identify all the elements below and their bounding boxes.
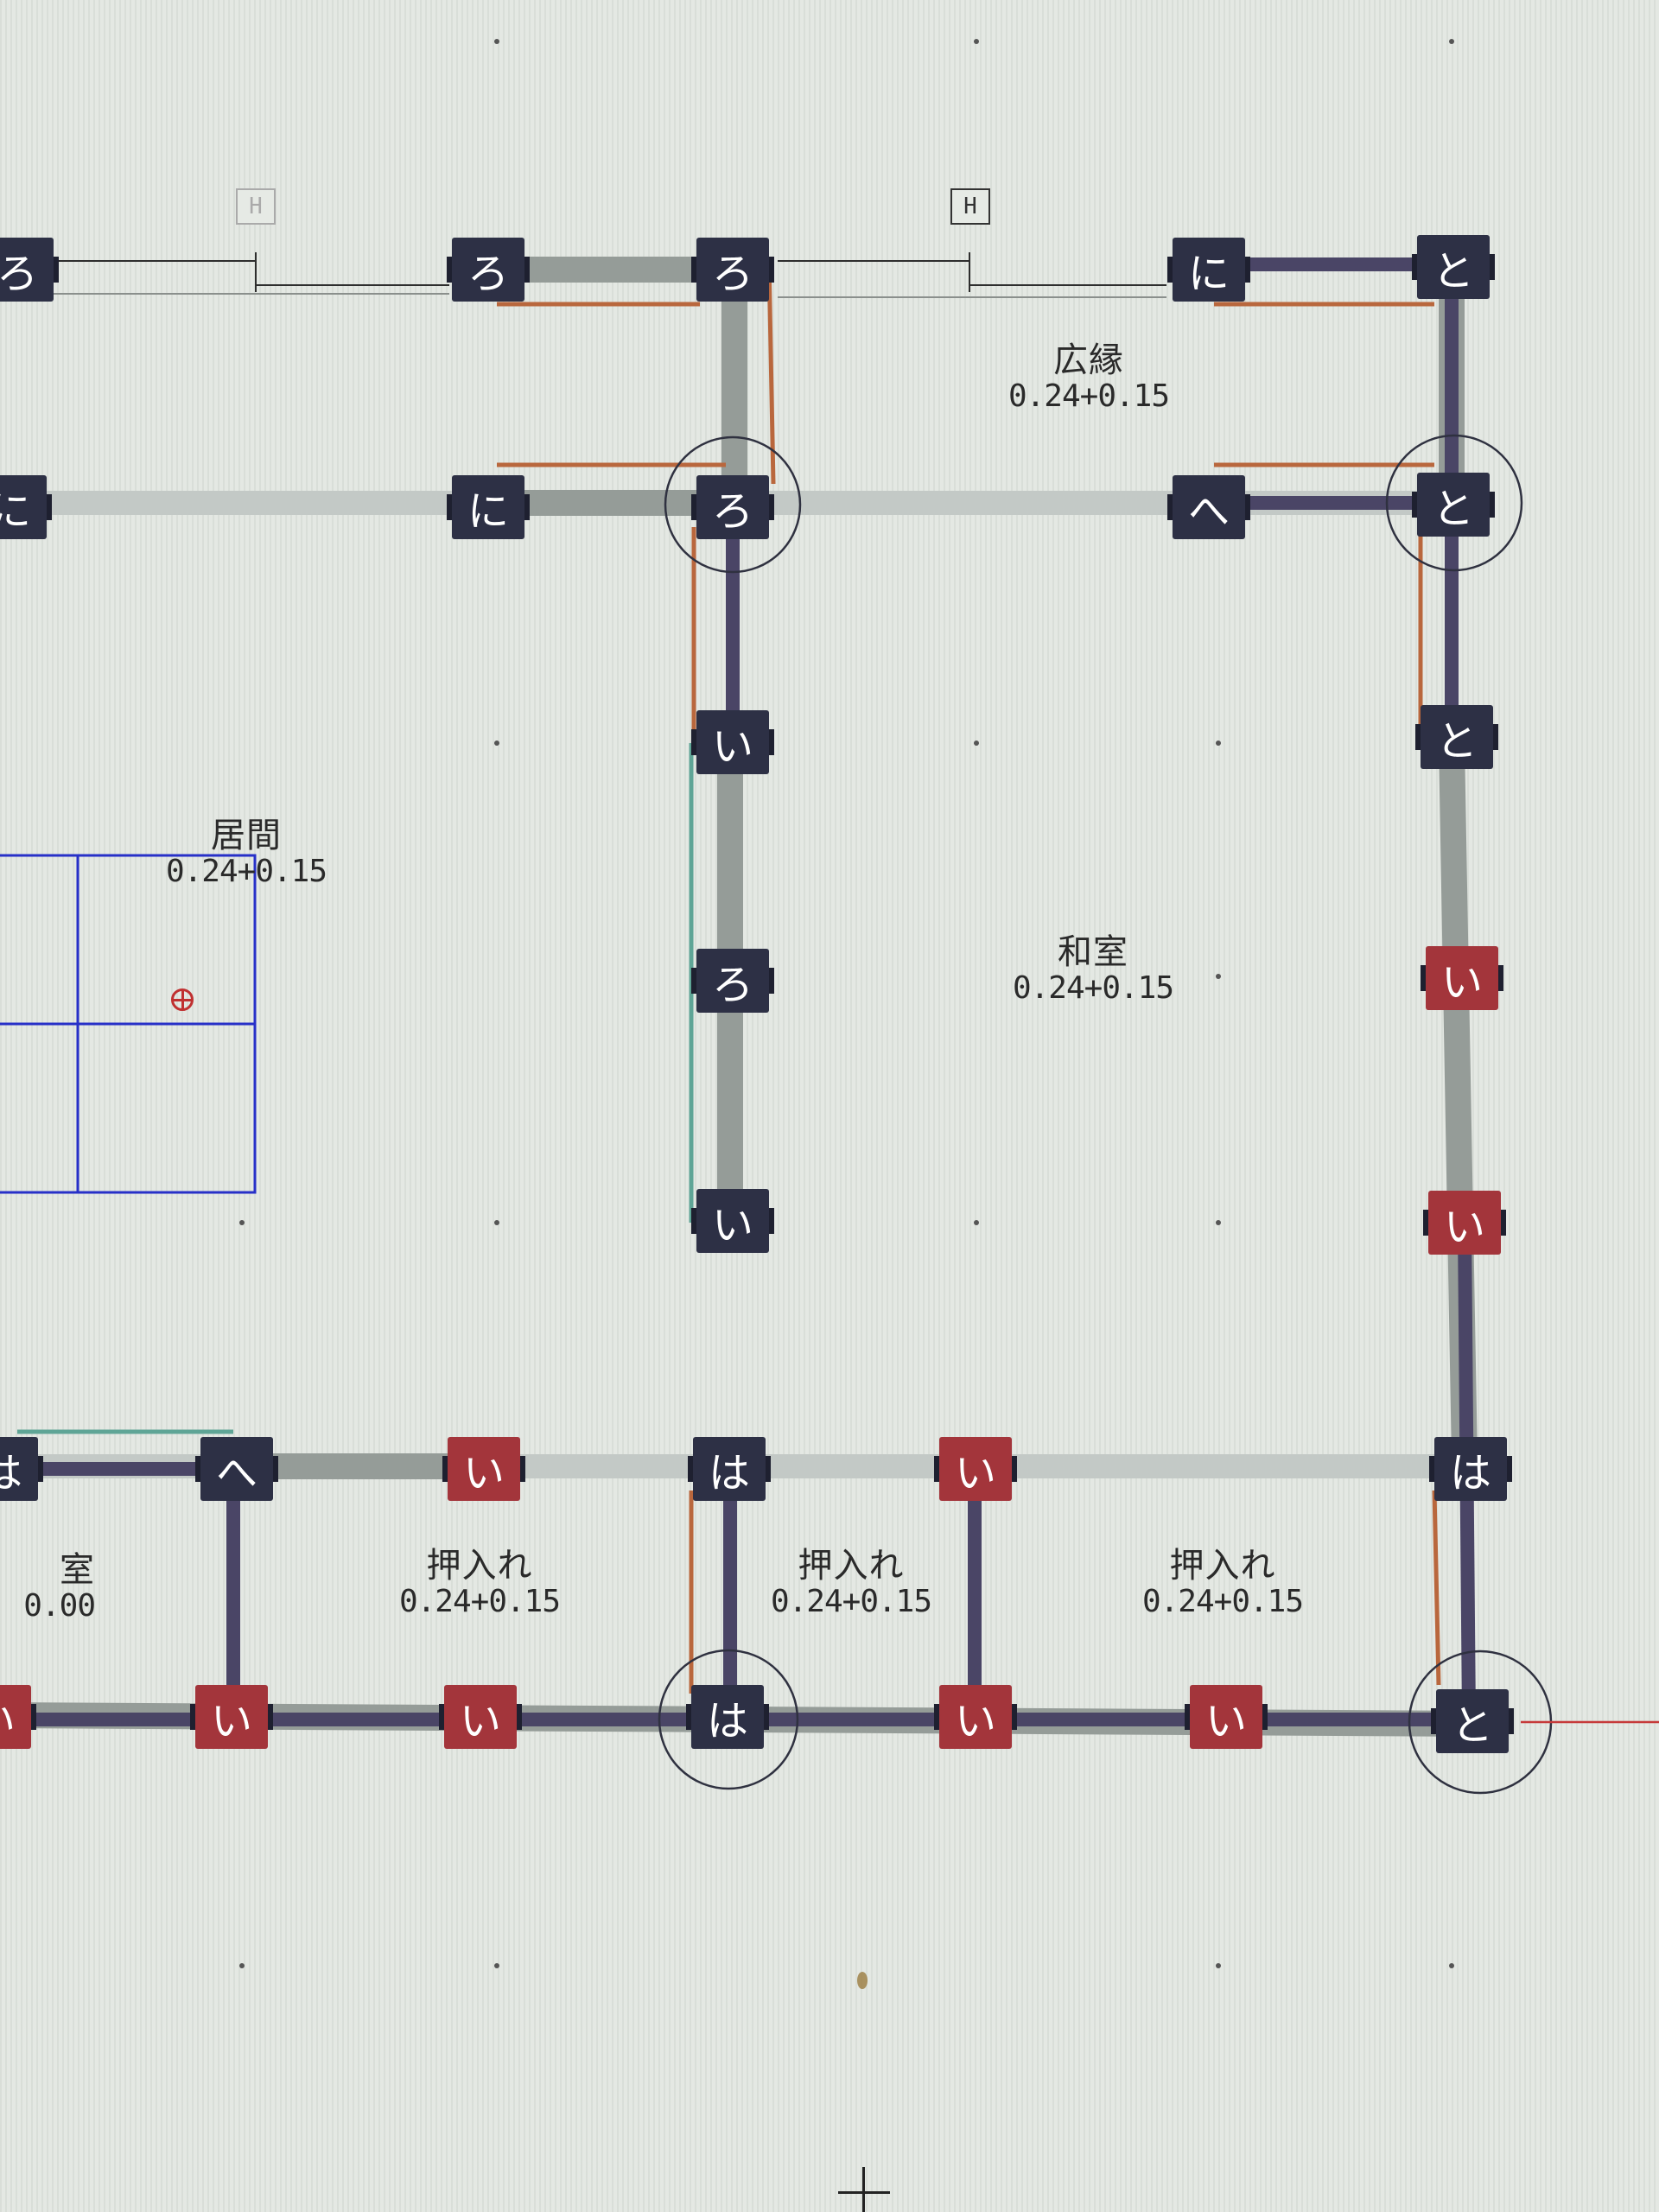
post[interactable]: ろ bbox=[447, 238, 530, 302]
room-name: 広縁 bbox=[1053, 340, 1124, 380]
room-value: 0.24+0.15 bbox=[1141, 1584, 1304, 1619]
post[interactable]: ろ bbox=[691, 238, 774, 302]
post[interactable]: い bbox=[0, 1685, 36, 1749]
post[interactable]: い bbox=[442, 1437, 525, 1501]
room-name: 押入れ bbox=[1169, 1546, 1276, 1586]
post[interactable]: へ bbox=[195, 1437, 278, 1501]
room-value: 0.24+0.15 bbox=[1007, 378, 1170, 414]
post[interactable]: い bbox=[691, 710, 774, 774]
room-label-hiroen[interactable]: 広縁 0.24+0.15 bbox=[994, 341, 1184, 414]
post[interactable]: と bbox=[1412, 473, 1495, 537]
cursor-crosshair-icon bbox=[862, 2167, 865, 2212]
post[interactable]: い bbox=[439, 1685, 522, 1749]
room-value: 0.24+0.15 bbox=[770, 1584, 932, 1619]
room-label-oshiire[interactable]: 押入れ 0.24+0.15 bbox=[756, 1547, 946, 1619]
post[interactable]: に bbox=[447, 475, 530, 539]
room-label-washitsu[interactable]: 和室 0.24+0.15 bbox=[998, 933, 1188, 1006]
room-value: 0.24+0.15 bbox=[398, 1584, 561, 1619]
room-label-partial[interactable]: 室 0.00 bbox=[0, 1550, 96, 1624]
room-label-oshiire[interactable]: 押入れ 0.24+0.15 bbox=[1128, 1547, 1318, 1619]
post[interactable]: ろ bbox=[691, 949, 774, 1013]
blue-grid bbox=[0, 854, 257, 1194]
room-name: 押入れ bbox=[798, 1546, 905, 1586]
post[interactable]: に bbox=[0, 475, 52, 539]
room-label-oshiire[interactable]: 押入れ 0.24+0.15 bbox=[385, 1547, 575, 1619]
brace-lines bbox=[497, 260, 1441, 1694]
post[interactable]: ろ bbox=[0, 238, 59, 302]
center-point-icon[interactable] bbox=[171, 988, 194, 1011]
post[interactable]: ろ bbox=[691, 475, 774, 539]
room-name: 室 bbox=[60, 1550, 95, 1590]
post[interactable]: と bbox=[1431, 1689, 1514, 1753]
post[interactable]: と bbox=[1415, 705, 1498, 769]
post[interactable]: い bbox=[1421, 946, 1503, 1010]
post[interactable]: に bbox=[1167, 238, 1250, 302]
room-value: 0.24+0.15 bbox=[165, 854, 327, 889]
joint-circle[interactable] bbox=[1385, 434, 1523, 572]
post[interactable]: へ bbox=[1167, 475, 1250, 539]
height-mark[interactable]: H bbox=[236, 188, 276, 225]
screen-smudge bbox=[857, 1972, 868, 1989]
post[interactable]: は bbox=[688, 1437, 771, 1501]
post[interactable]: い bbox=[934, 1685, 1017, 1749]
post[interactable]: は bbox=[686, 1685, 769, 1749]
post[interactable]: は bbox=[1429, 1437, 1512, 1501]
room-value: 0.00 bbox=[23, 1588, 96, 1624]
post[interactable]: い bbox=[691, 1189, 774, 1253]
post[interactable]: と bbox=[1412, 235, 1495, 299]
post[interactable]: い bbox=[1185, 1685, 1268, 1749]
post[interactable]: い bbox=[190, 1685, 273, 1749]
dimension-lines bbox=[52, 252, 1166, 298]
room-name: 和室 bbox=[1058, 932, 1128, 972]
post[interactable]: い bbox=[1423, 1191, 1506, 1255]
joint-circle[interactable] bbox=[658, 1649, 799, 1790]
grid-dots bbox=[239, 39, 1454, 1968]
post[interactable]: は bbox=[0, 1437, 43, 1501]
room-label-ima[interactable]: 居間 0.24+0.15 bbox=[151, 817, 341, 889]
room-name: 居間 bbox=[211, 816, 282, 855]
room-name: 押入れ bbox=[426, 1546, 533, 1586]
height-mark[interactable]: H bbox=[950, 188, 990, 225]
joint-circle[interactable] bbox=[664, 435, 802, 574]
post[interactable]: い bbox=[934, 1437, 1017, 1501]
room-value: 0.24+0.15 bbox=[1012, 970, 1174, 1006]
